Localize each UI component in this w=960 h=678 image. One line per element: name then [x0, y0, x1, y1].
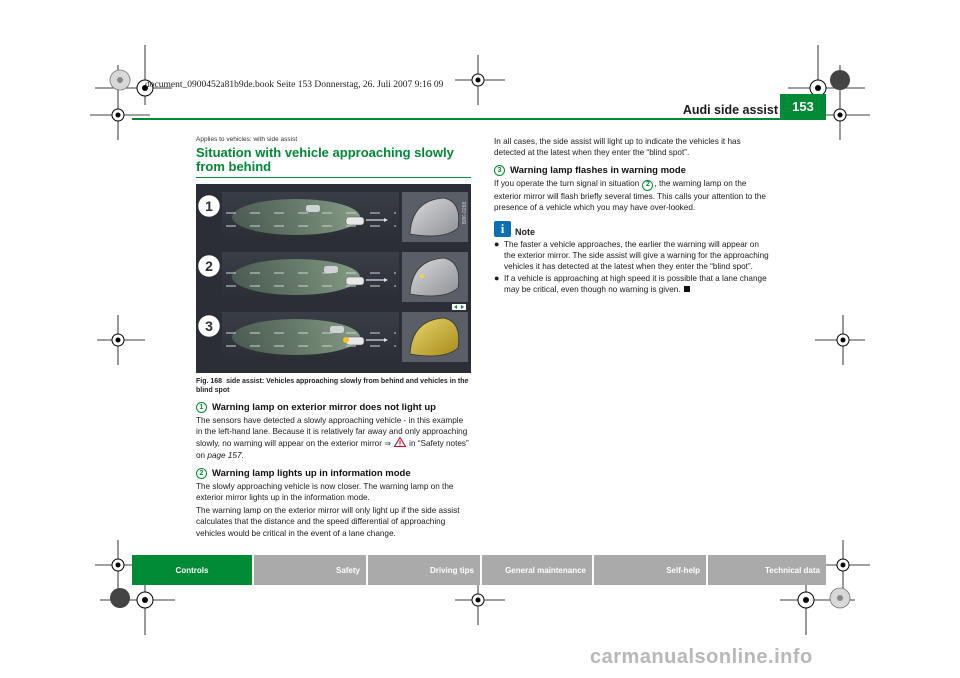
note-bullet: ● If a vehicle is approaching at high sp…	[494, 273, 769, 295]
right-column: In all cases, the side assist will light…	[494, 136, 769, 295]
header-rule	[132, 118, 826, 120]
note-label: Note	[515, 226, 535, 237]
section-3-heading-text: Warning lamp flashes in warning mode	[510, 165, 686, 177]
tab-controls[interactable]: Controls	[132, 555, 252, 585]
tab-general-maintenance[interactable]: General maintenance	[482, 555, 592, 585]
section-1-text: The sensors have detected a slowly appro…	[196, 415, 471, 461]
figure-label: Fig. 168	[196, 378, 223, 385]
page-heading: Situation with vehicle approaching slowl…	[196, 146, 471, 178]
warning-triangle-icon	[394, 437, 407, 448]
section-3-text-b: , the warning lamp on the exterior mirro…	[494, 179, 766, 212]
note-header: i Note	[494, 220, 769, 237]
situation-ref-circle: 2	[642, 179, 654, 191]
section-1-heading: 1 Warning lamp on exterior mirror does n…	[196, 402, 471, 413]
panel-label-2: 2	[205, 258, 213, 274]
tab-self-help[interactable]: Self-help	[594, 555, 706, 585]
tab-label: General maintenance	[505, 565, 586, 575]
section-2-paragraph-1: The slowly approaching vehicle is now cl…	[196, 481, 454, 503]
figure-caption-text: side assist: Vehicles approaching slowly…	[196, 378, 469, 394]
panel-label-3: 3	[205, 318, 213, 334]
section-1-text-b: in “Safety notes” on	[196, 439, 469, 460]
applies-note: Applies to vehicles: with side assist	[196, 136, 298, 143]
figure-code: B8K-0288	[462, 202, 468, 224]
section-2-paragraph-2: The warning lamp on the exterior mirror …	[196, 506, 460, 538]
tab-technical-data[interactable]: Technical data	[708, 555, 826, 585]
section-3-text: If you operate the turn signal in situat…	[494, 178, 769, 213]
section-3-text-a: If you operate the turn signal in situat…	[494, 179, 640, 189]
tab-label: Self-help	[666, 565, 700, 575]
file-header: document_0900452a81b9de.book Seite 153 D…	[145, 80, 444, 90]
note-bullet: ● The faster a vehicle approaches, the e…	[494, 239, 769, 273]
tab-driving-tips[interactable]: Driving tips	[368, 555, 480, 585]
info-icon: i	[494, 220, 511, 237]
section-3-heading: 3 Warning lamp flashes in warning mode	[494, 165, 769, 177]
note-bullet-text: The faster a vehicle approaches, the ear…	[504, 239, 769, 272]
left-column: Applies to vehicles: with side assist Si…	[196, 136, 471, 541]
section-1-text-a: The sensors have detected a slowly appro…	[196, 416, 468, 449]
tab-safety[interactable]: Safety	[254, 555, 366, 585]
note-bullet-text: If a vehicle is approaching at high spee…	[504, 273, 767, 294]
watermark: carmanualsonline.info	[590, 646, 813, 668]
tab-label: Technical data	[765, 565, 820, 575]
section-1-heading-text: Warning lamp on exterior mirror does not…	[212, 402, 436, 413]
tab-label: Controls	[175, 565, 209, 575]
panel-label-1: 1	[205, 198, 213, 214]
end-mark-icon	[683, 285, 690, 292]
side-assist-illustration: 1 2 3 B8K-0288	[196, 184, 471, 373]
num-circle-1: 1	[196, 402, 207, 413]
figure-168: 1 2 3 B8K-0288	[196, 184, 471, 373]
page-number: 153	[780, 94, 826, 118]
bullet-icon: ●	[494, 238, 500, 249]
num-circle-2: 2	[196, 467, 207, 479]
section-2-heading-text: Warning lamp lights up in information mo…	[212, 467, 411, 479]
section-2-heading: 2 Warning lamp lights up in information …	[196, 467, 471, 479]
cross-ref-arrow-icon: ⇒	[384, 439, 392, 449]
bullet-icon: ●	[494, 272, 500, 283]
tab-label: Safety	[335, 565, 360, 575]
page-ref-link[interactable]: page 157	[207, 450, 242, 460]
num-circle-3: 3	[494, 165, 505, 177]
section-1-text-end: .	[241, 450, 244, 460]
tab-label: Driving tips	[429, 565, 474, 575]
intro-paragraph: In all cases, the side assist will light…	[494, 137, 741, 158]
section-title: Audi side assist	[682, 103, 778, 117]
